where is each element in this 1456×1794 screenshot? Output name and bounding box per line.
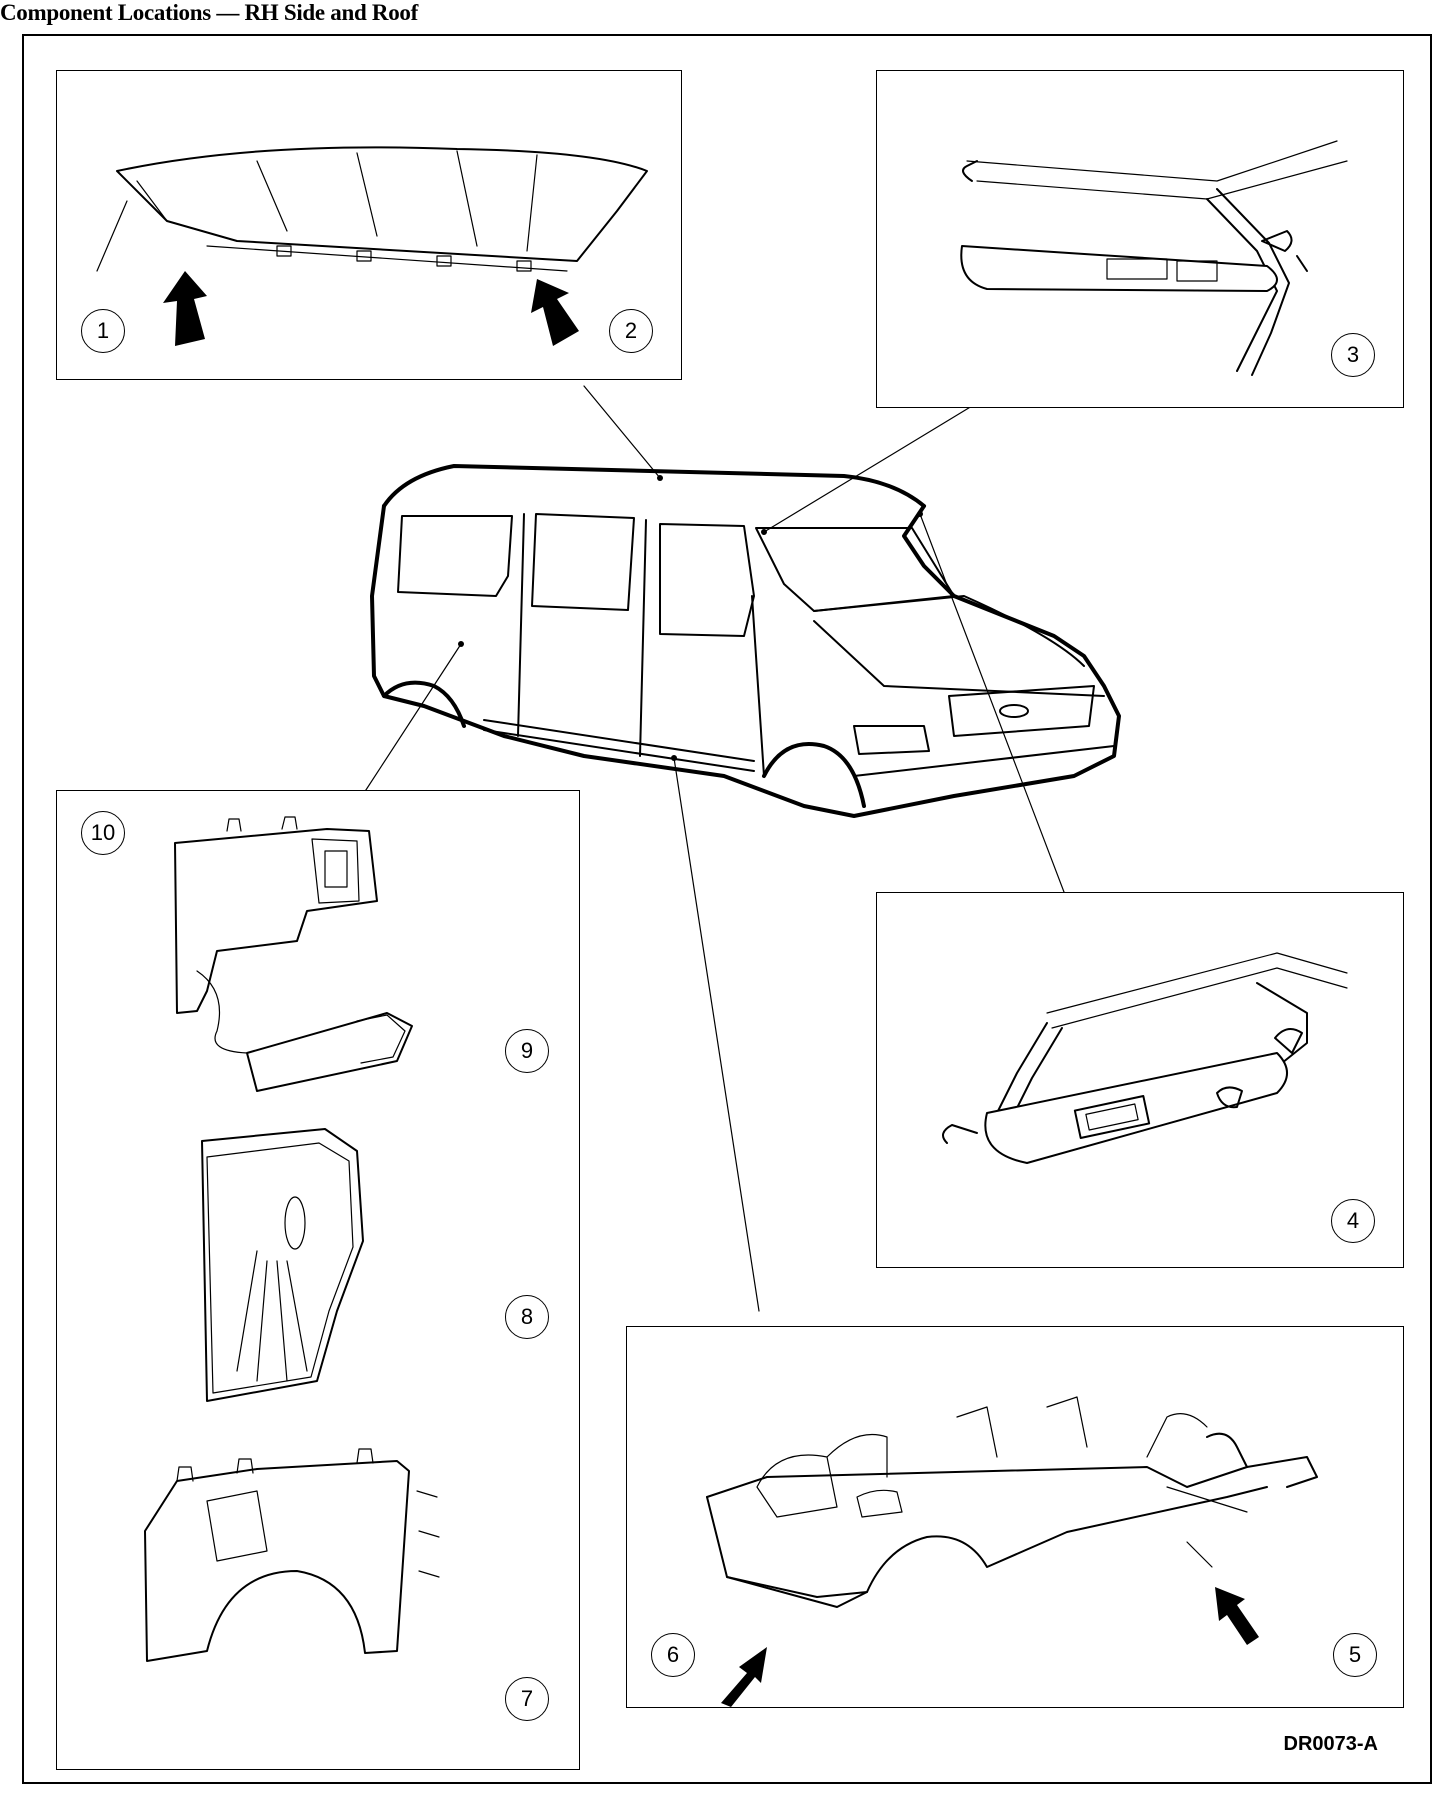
callout-3: 3	[1331, 333, 1375, 377]
van-illustration	[370, 464, 1121, 818]
sun-visor-detail-illustration	[942, 952, 1348, 1164]
panel-sun-visor-lower: 4	[876, 892, 1404, 1268]
callout-8: 8	[505, 1295, 549, 1339]
sun-visor-illustration	[960, 140, 1348, 376]
floor-scuff-illustration	[706, 1396, 1318, 1707]
panel-sun-visor-upper: 3	[876, 70, 1404, 408]
figure-code: DR0073-A	[1283, 1733, 1378, 1755]
panel-floor-scuff: 5 6	[626, 1326, 1404, 1708]
headliner-illustration	[96, 146, 648, 346]
callout-4: 4	[1331, 1199, 1375, 1243]
page-title: Component Locations — RH Side and Roof	[0, 0, 418, 25]
diagram-frame: 1 2 3	[22, 34, 1432, 1784]
callout-1: 1	[81, 309, 125, 353]
side-trim-illustration	[144, 816, 440, 1662]
panel-headliner: 1 2	[56, 70, 682, 380]
callout-7: 7	[505, 1677, 549, 1721]
callout-2: 2	[609, 309, 653, 353]
callout-5: 5	[1333, 1633, 1377, 1677]
callout-6: 6	[651, 1633, 695, 1677]
callout-9: 9	[505, 1029, 549, 1073]
callout-10: 10	[81, 811, 125, 855]
panel-side-trim: 10 9 8 7	[56, 790, 580, 1770]
